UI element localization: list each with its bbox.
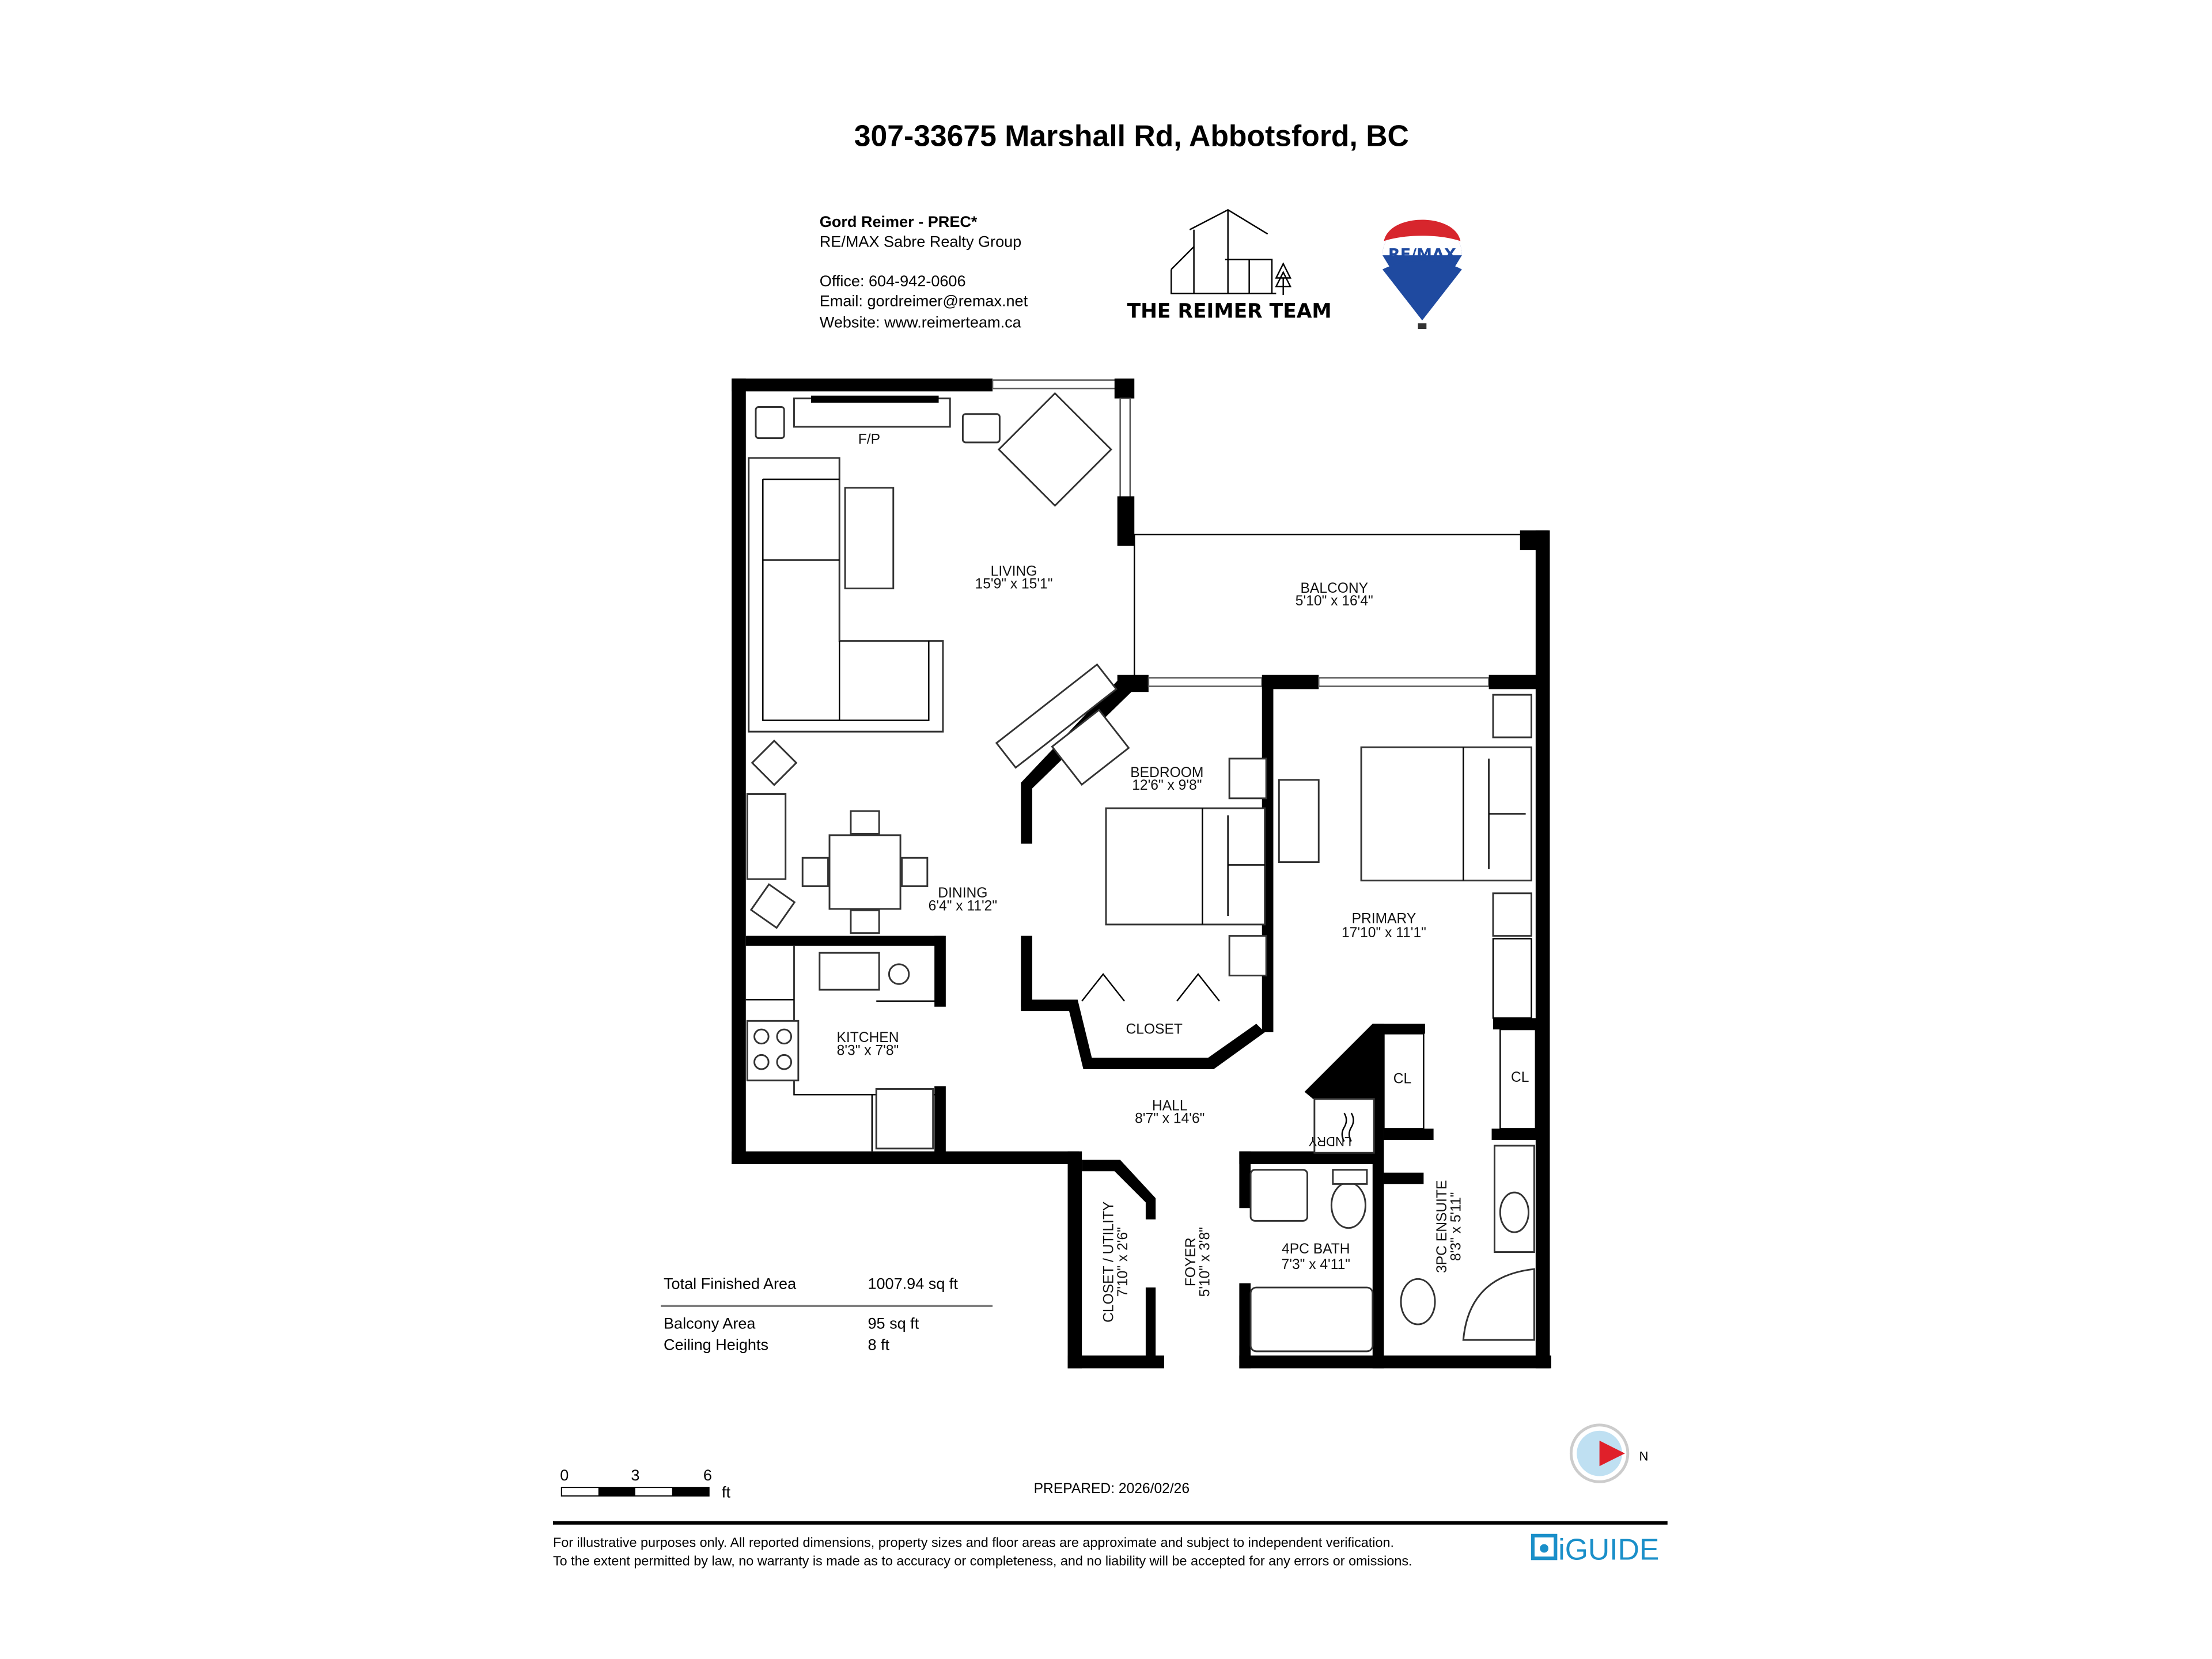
dining-furniture xyxy=(746,739,929,934)
room-name-closet: CLOSET xyxy=(1126,1021,1182,1037)
iguide-logo: iGUIDE xyxy=(1531,1533,1659,1566)
agent-office: Office: 604-942-0606 xyxy=(820,272,966,290)
room-dims-kitchen: 8'3" x 7'8" xyxy=(837,1043,899,1058)
area-value-ceiling: 8 ft xyxy=(868,1335,889,1353)
prepared-date: PREPARED: 2026/02/26 xyxy=(1034,1481,1190,1497)
agent-website: Website: www.reimerteam.ca xyxy=(820,313,1022,331)
room-dims-living: 15'9" x 15'1" xyxy=(975,577,1053,592)
room-name-3pc-ensuite: 3PC ENSUITE xyxy=(1434,1180,1450,1273)
reimer-team-logo: THE REIMER TEAM xyxy=(1127,209,1332,323)
room-dims-balcony: 5'10" x 16'4" xyxy=(1296,593,1373,609)
disclaimer-line-1: For illustrative purposes only. All repo… xyxy=(553,1535,1394,1550)
area-value-balcony: 95 sq ft xyxy=(868,1314,919,1332)
compass-icon: N xyxy=(1569,1423,1649,1483)
room-dims-3pc-ensuite: 8'3" x 5'11" xyxy=(1448,1192,1464,1260)
remax-wordmark: RE/MAX xyxy=(1388,245,1456,263)
agent-name: Gord Reimer - PREC* xyxy=(820,213,978,230)
scale-bar: 0 3 6 ft xyxy=(560,1466,730,1501)
floor-plan: F/P LIVING 15'9" x 15'1" BALCONY 5'10" x… xyxy=(732,378,1551,1369)
room-name-kitchen: KITCHEN xyxy=(836,1030,899,1046)
area-label-balcony: Balcony Area xyxy=(664,1314,756,1332)
room-labels: F/P LIVING 15'9" x 15'1" BALCONY 5'10" x… xyxy=(836,431,1529,1322)
remax-balloon-logo: RE/MAX xyxy=(1382,219,1462,329)
room-dims-dining: 6'4" x 11'2" xyxy=(929,898,997,914)
bath-fixtures xyxy=(1249,1098,1535,1353)
room-name-foyer: FOYER xyxy=(1183,1237,1199,1286)
room-name-living: LIVING xyxy=(991,563,1037,579)
room-name-balcony: BALCONY xyxy=(1300,581,1368,596)
room-name-primary: PRIMARY xyxy=(1352,911,1416,926)
scale-tick-3: 3 xyxy=(631,1466,639,1484)
area-summary: Total Finished Area 1007.94 sq ft Balcon… xyxy=(661,1275,993,1353)
scale-tick-6: 6 xyxy=(703,1466,712,1484)
laundry-label: LNDRY xyxy=(1308,1134,1351,1149)
room-dims-foyer: 5'10" x 3'8" xyxy=(1198,1227,1213,1297)
closet-label-1: CL xyxy=(1393,1071,1411,1087)
room-dims-bedroom: 12'6" x 9'8" xyxy=(1132,778,1202,793)
iguide-wordmark: iGUIDE xyxy=(1558,1533,1659,1566)
scale-tick-0: 0 xyxy=(560,1466,569,1484)
room-dims-closet-utility: 7'10" x 2'6" xyxy=(1115,1227,1131,1297)
agent-brokerage: RE/MAX Sabre Realty Group xyxy=(820,232,1021,250)
kitchen-fixtures xyxy=(745,945,936,1152)
room-dims-primary: 17'10" x 11'1" xyxy=(1342,925,1426,941)
disclaimer-line-2: To the extent permitted by law, no warra… xyxy=(553,1554,1412,1569)
page-title: 307-33675 Marshall Rd, Abbotsford, BC xyxy=(854,119,1409,153)
reimer-team-wordmark: THE REIMER TEAM xyxy=(1127,300,1332,323)
agent-email: Email: gordreimer@remax.net xyxy=(820,292,1028,310)
room-dims-4pc-bath: 7'3" x 4'11" xyxy=(1282,1257,1350,1272)
room-dims-hall: 8'7" x 14'6" xyxy=(1135,1111,1205,1127)
bedroom-furniture xyxy=(1081,757,1267,1002)
room-name-4pc-bath: 4PC BATH xyxy=(1282,1241,1350,1257)
closet-label-2: CL xyxy=(1511,1070,1529,1085)
area-value-total: 1007.94 sq ft xyxy=(868,1275,958,1293)
primary-furniture xyxy=(1278,694,1532,1019)
compass-north-label: N xyxy=(1639,1449,1649,1463)
room-name-hall: HALL xyxy=(1152,1098,1188,1113)
area-label-ceiling: Ceiling Heights xyxy=(664,1335,768,1353)
closets xyxy=(1383,1028,1537,1130)
room-name-closet-utility: CLOSET / UTILITY xyxy=(1101,1202,1116,1323)
room-name-dining: DINING xyxy=(938,885,987,901)
living-furniture xyxy=(748,392,1130,786)
area-label-total: Total Finished Area xyxy=(664,1275,797,1293)
scale-unit: ft xyxy=(722,1483,731,1501)
room-label-fp: F/P xyxy=(858,431,880,447)
room-name-bedroom: BEDROOM xyxy=(1130,765,1203,781)
agent-info: Gord Reimer - PREC* RE/MAX Sabre Realty … xyxy=(820,213,1028,331)
